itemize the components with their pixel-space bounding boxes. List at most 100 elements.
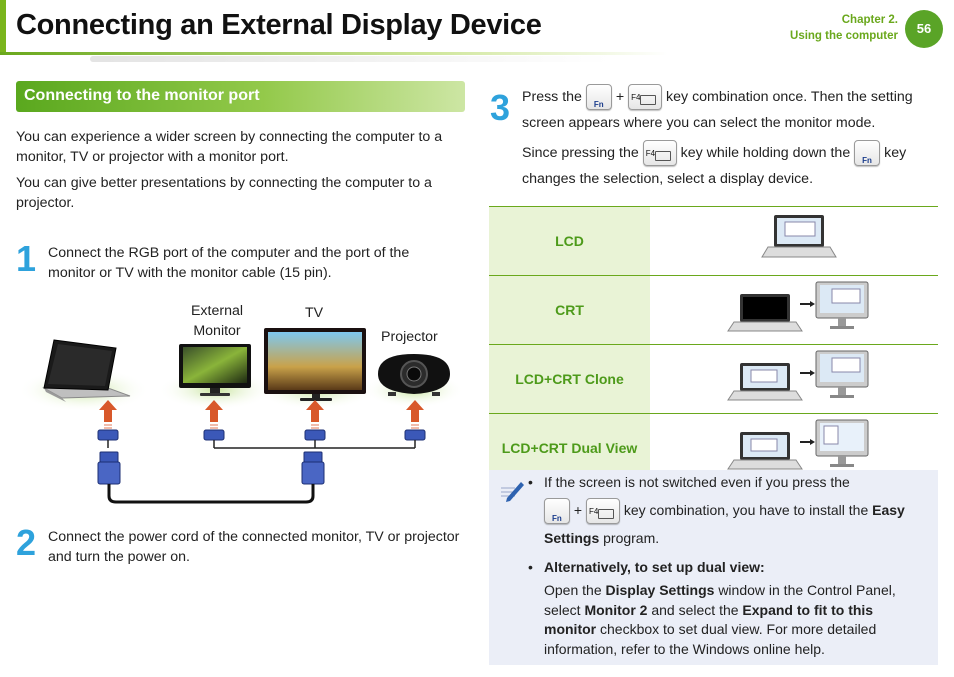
fn-key-icon: Fn [854, 140, 881, 166]
section-title: Connecting to the monitor port [24, 87, 260, 104]
note-bullet-1-line-1: If the screen is not switched even if yo… [544, 474, 850, 490]
note-text-part: key combination, you have to install the [623, 502, 869, 518]
note-bold-text: monitor [544, 621, 597, 637]
note-bullet-1-line-2: Fn + F4 key combination, you have to ins… [544, 498, 934, 525]
note-bullet-1-marker: • [528, 474, 533, 490]
plus-sign: + [573, 502, 583, 518]
header-divider [0, 52, 954, 55]
dual-view-mode-icon [727, 419, 869, 470]
note-bold-text: Expand to fit to this [742, 601, 874, 618]
display-switch-icon [654, 151, 671, 161]
note-text-part: and select the [651, 601, 739, 618]
note-bold-text: Settings [544, 530, 600, 546]
mode-label: CRT [489, 275, 650, 345]
chapter-title: Using the computer [790, 30, 898, 42]
note-bold-text: Monitor 2 [584, 601, 648, 618]
fn-key-icon: Fn [544, 498, 570, 525]
laptop-icon [42, 339, 131, 402]
arrow-up-icon [205, 400, 223, 422]
step-2-number: 2 [16, 522, 37, 563]
step-3-line-2: screen appears where you can select the … [522, 115, 876, 131]
mode-illustration [650, 344, 938, 414]
fn-key-icon: Fn [585, 84, 612, 110]
note-bullet-2-line: select Monitor 2 and select the Expand t… [544, 601, 934, 621]
step-1-text: Connect the RGB port of the computer and… [48, 245, 410, 281]
mode-row-lcd: LCD [489, 206, 938, 276]
header-shadow [90, 56, 610, 62]
f4-key-label: F4 [645, 149, 656, 158]
external-monitor-label: External Monitor [187, 301, 247, 341]
tv-label: TV [305, 305, 324, 321]
mode-label: LCD [489, 206, 650, 276]
arrow-up-icon [406, 400, 424, 422]
note-text-part: select [544, 601, 581, 618]
plus-sign: + [615, 88, 625, 105]
note-bullet-2-body: Open the Display Settings window in the … [544, 581, 934, 659]
note-bold-text: Display Settings [605, 582, 715, 598]
mode-illustration [650, 275, 938, 345]
f4-key-label: F4 [631, 93, 641, 102]
laptop-only-icon [761, 215, 837, 258]
note-text-part: Open the [544, 582, 602, 598]
vga-port-icon [304, 429, 326, 441]
arrow-dashes [104, 424, 419, 429]
note-bullet-2-title: Alternatively, to set up dual view: [544, 559, 765, 575]
tv-icon [264, 328, 366, 401]
display-switch-icon [597, 509, 614, 520]
external-monitor-label-line2: Monitor [193, 323, 241, 339]
external-only-icon [727, 281, 869, 332]
note-bullet-1-line-3: Settings program. [544, 528, 934, 548]
vga-port-icon [404, 429, 426, 441]
note-pencil-icon [501, 482, 524, 502]
mode-illustration [650, 206, 938, 276]
chapter-number: Chapter 2. [841, 14, 898, 26]
intro-paragraph-1: You can experience a wider screen by con… [16, 129, 443, 165]
vga-port-icon [203, 429, 225, 441]
step-3-number: 3 [490, 87, 511, 128]
f4-key-icon: F4 [585, 498, 620, 525]
page-number-badge: 56 [905, 10, 943, 48]
arrow-up-icon [99, 400, 117, 422]
mode-row-clone: LCD+CRT Clone [489, 344, 938, 414]
note-bullet-2-marker: • [528, 559, 533, 575]
step-3-line-4: changes the selection, select a display … [522, 171, 814, 187]
step-3-text-part: Press the [522, 88, 582, 105]
step-3-line-1: Press the Fn + F4 key combination once. … [522, 84, 942, 110]
page-title: Connecting an External Display Device [16, 9, 542, 41]
note-bullet-2-line: Open the Display Settings window in the … [544, 581, 934, 601]
projector-icon [378, 354, 450, 396]
display-mode-table: LCD CRT [489, 206, 938, 483]
arrow-up-icon [306, 400, 324, 422]
display-switch-icon [640, 95, 657, 105]
fn-key-label: Fn [593, 100, 604, 109]
step-3-text-part: key [884, 144, 907, 161]
section-header-bar [16, 81, 465, 112]
note-bullet-2-line: monitor checkbox to set dual view. For m… [544, 620, 934, 640]
f4-key-icon: F4 [642, 140, 677, 166]
fn-key-label: Fn [862, 156, 872, 165]
external-monitor-label-line1: External [190, 303, 244, 319]
note-bullet-2-line: information, refer to the Windows online… [544, 640, 825, 657]
chapter-label: Chapter 2. Using the computer [790, 12, 898, 44]
clone-mode-icon [727, 350, 869, 401]
note-text-part: program. [603, 530, 660, 546]
step-3-line-3: Since pressing the F4 key while holding … [522, 140, 942, 166]
note-text-part: checkbox to set dual view. For more deta… [600, 621, 877, 637]
step-3-text-part: key while holding down the [680, 144, 851, 161]
note-bold-text: Easy [872, 502, 905, 518]
f4-key-icon: F4 [628, 84, 663, 110]
vga-port-icon [97, 429, 119, 441]
step-3-text-part: key combination once. Then the setting [666, 88, 913, 105]
connection-diagram [18, 328, 464, 504]
vga-cable [97, 451, 325, 504]
step-2-text: Connect the power cord of the connected … [48, 529, 460, 565]
fn-key-label: Fn [552, 514, 562, 524]
step-3-text-part: Since pressing the [522, 144, 639, 161]
header-accent-bar [0, 0, 6, 52]
connection-arrows [99, 400, 424, 422]
mode-row-crt: CRT [489, 275, 938, 345]
note-text-part: window in the Control Panel, [718, 582, 896, 598]
external-monitor-icon [179, 344, 251, 396]
port-bus-line [107, 440, 416, 449]
f4-key-label: F4 [588, 507, 599, 517]
